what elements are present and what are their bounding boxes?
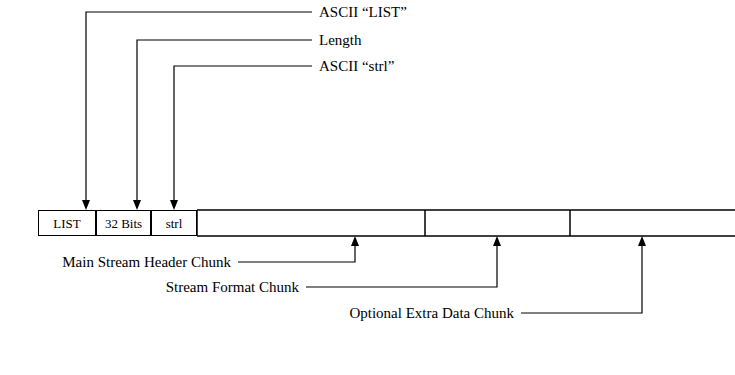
chunk-row (197, 210, 735, 236)
arrowhead (638, 236, 646, 246)
callout-label: Main Stream Header Chunk (61, 254, 232, 271)
arrowhead (170, 200, 178, 210)
chunk-field-box: 32 Bits (96, 210, 151, 236)
chunk-field-box: strl (151, 210, 197, 236)
callout-label: ASCII “strl” (318, 58, 395, 75)
cell-divider (569, 210, 571, 236)
arrowheads (82, 200, 646, 246)
leader-line (86, 12, 312, 202)
field-name: strl (166, 217, 183, 230)
callout-label: Length (318, 32, 363, 49)
arrowhead (133, 200, 141, 210)
row-top-line (197, 209, 735, 211)
leader-line (238, 244, 355, 262)
chunk-field-box: LIST (38, 210, 96, 236)
leader-line (174, 66, 312, 202)
field-name: LIST (53, 217, 80, 230)
arrowhead (82, 200, 90, 210)
callout-label: ASCII “LIST” (318, 4, 408, 21)
arrowhead (351, 236, 359, 246)
callout-label: Stream Format Chunk (165, 279, 300, 296)
arrowhead (493, 236, 501, 246)
field-name: 32 Bits (105, 217, 142, 230)
leader-line (521, 244, 642, 313)
leader-line (137, 40, 312, 202)
leader-line (306, 244, 497, 287)
cell-divider (424, 210, 426, 236)
callout-label: Optional Extra Data Chunk (348, 305, 515, 322)
row-bottom-line (197, 235, 735, 237)
